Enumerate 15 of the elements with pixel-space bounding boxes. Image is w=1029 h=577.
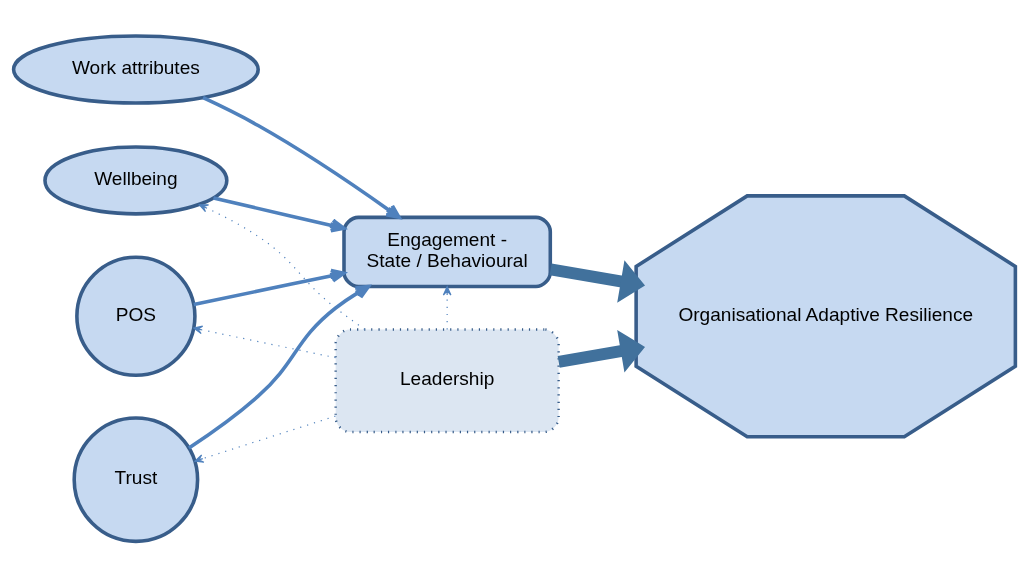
arrow [187,284,371,450]
arrow [442,286,452,330]
arrow [193,325,337,359]
arrow [202,96,401,220]
arrow [194,415,336,463]
node-ellipse: Work attributes [11,34,260,105]
node-box: Engagement - State / Behavioural [342,215,553,289]
arrow [557,330,646,373]
arrow [193,268,346,307]
node-circle: Trust [72,416,200,544]
arrow [198,204,366,330]
arrow [213,196,346,233]
node-box: Leadership [334,328,560,434]
node-circle: POS [75,255,197,378]
arrow [549,260,646,303]
